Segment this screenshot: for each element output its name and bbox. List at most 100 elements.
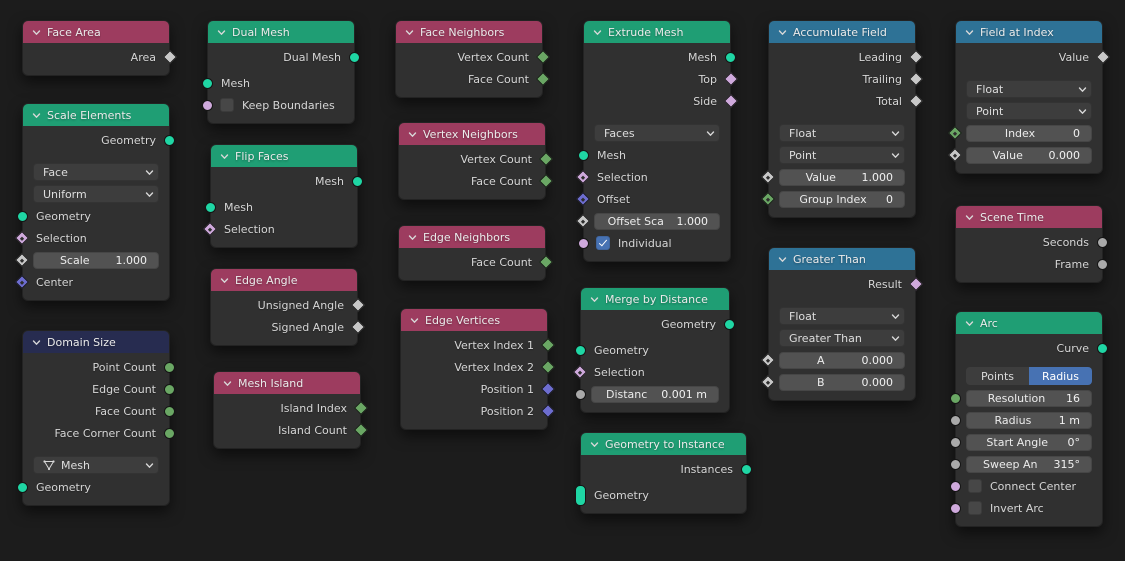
node-header[interactable]: Domain Size <box>23 331 169 353</box>
collapse-chevron-icon[interactable] <box>590 295 599 304</box>
node-header[interactable]: Face Area <box>23 21 169 43</box>
connect-center-checkbox[interactable] <box>968 479 982 493</box>
area-output-float-field-socket[interactable] <box>162 49 178 65</box>
collapse-chevron-icon[interactable] <box>590 440 599 449</box>
geometry-output-geometry-socket[interactable] <box>724 318 735 330</box>
node-header[interactable]: Edge Neighbors <box>399 226 545 248</box>
face-count-output-integer-field-socket[interactable] <box>538 173 554 189</box>
instances-output-geometry-socket[interactable] <box>741 463 752 475</box>
unsigned-angle-output-float-field-socket[interactable] <box>350 297 366 313</box>
float-dropdown[interactable]: Float <box>779 307 905 325</box>
group-index-input-integer-field-socket[interactable] <box>760 191 776 207</box>
keep-boundaries-input-boolean-socket[interactable] <box>202 99 213 111</box>
node-header[interactable]: Face Neighbors <box>396 21 542 43</box>
mesh-dropdown[interactable]: Mesh <box>33 456 159 474</box>
collapse-chevron-icon[interactable] <box>217 28 226 37</box>
curve-output-geometry-socket[interactable] <box>1097 342 1108 354</box>
vertex-index-2-output-integer-field-socket[interactable] <box>540 359 556 375</box>
collapse-chevron-icon[interactable] <box>405 28 414 37</box>
collapse-chevron-icon[interactable] <box>223 379 232 388</box>
node-header[interactable]: Accumulate Field <box>769 21 915 43</box>
collapse-chevron-icon[interactable] <box>410 316 419 325</box>
collapse-chevron-icon[interactable] <box>778 255 787 264</box>
vertex-index-1-output-integer-field-socket[interactable] <box>540 337 556 353</box>
vertex-count-output-integer-field-socket[interactable] <box>535 49 551 65</box>
node-header[interactable]: Edge Angle <box>211 269 357 291</box>
float-dropdown[interactable]: Float <box>966 80 1092 98</box>
selection-input-boolean-field-socket[interactable] <box>14 230 30 246</box>
collapse-chevron-icon[interactable] <box>220 152 229 161</box>
point-dropdown[interactable]: Point <box>966 102 1092 120</box>
mesh-output-geometry-socket[interactable] <box>352 175 363 187</box>
value-input-float-field-socket[interactable] <box>760 169 776 185</box>
trailing-output-float-field-socket[interactable] <box>908 71 924 87</box>
invert-arc-input-boolean-socket[interactable] <box>950 502 961 514</box>
mesh-input-geometry-socket[interactable] <box>578 149 589 161</box>
result-output-boolean-field-socket[interactable] <box>908 276 924 292</box>
center-input-vector-field-socket[interactable] <box>14 274 30 290</box>
node-header[interactable]: Flip Faces <box>211 145 357 167</box>
value-output-float-field-socket[interactable] <box>1095 49 1111 65</box>
total-output-float-field-socket[interactable] <box>908 93 924 109</box>
collapse-chevron-icon[interactable] <box>965 213 974 222</box>
island-index-output-integer-field-socket[interactable] <box>353 400 369 416</box>
side-output-boolean-field-socket[interactable] <box>723 93 739 109</box>
point-count-output-integer-socket[interactable] <box>164 361 175 373</box>
index-input-integer-field-socket[interactable] <box>947 125 963 141</box>
geometry-input-geometry-socket[interactable] <box>17 481 28 493</box>
node-header[interactable]: Edge Vertices <box>401 309 547 331</box>
individual-input-boolean-socket[interactable] <box>578 237 589 249</box>
vertex-count-output-integer-field-socket[interactable] <box>538 151 554 167</box>
node-header[interactable]: Vertex Neighbors <box>399 123 545 145</box>
collapse-chevron-icon[interactable] <box>32 28 41 37</box>
face-dropdown[interactable]: Face <box>33 163 159 181</box>
collapse-chevron-icon[interactable] <box>965 28 974 37</box>
distanc-input-float-socket[interactable] <box>575 388 586 400</box>
offset-sca-input-float-field-socket[interactable] <box>575 213 591 229</box>
face-corner-count-output-integer-socket[interactable] <box>164 427 175 439</box>
node-header[interactable]: Extrude Mesh <box>584 21 730 43</box>
node-header[interactable]: Scale Elements <box>23 104 169 126</box>
mesh-input-geometry-socket[interactable] <box>205 201 216 213</box>
connect-center-input-boolean-socket[interactable] <box>950 480 961 492</box>
mesh-output-geometry-socket[interactable] <box>725 51 736 63</box>
leading-output-float-field-socket[interactable] <box>908 49 924 65</box>
collapse-chevron-icon[interactable] <box>408 233 417 242</box>
face-count-output-integer-socket[interactable] <box>164 405 175 417</box>
a-input-float-field-socket[interactable] <box>760 352 776 368</box>
geometry-output-geometry-socket[interactable] <box>164 134 175 146</box>
invert-arc-checkbox[interactable] <box>968 501 982 515</box>
faces-dropdown[interactable]: Faces <box>594 124 720 142</box>
selection-input-boolean-field-socket[interactable] <box>575 169 591 185</box>
collapse-chevron-icon[interactable] <box>220 276 229 285</box>
position-2-output-vector-field-socket[interactable] <box>540 403 556 419</box>
offset-input-vector-field-socket[interactable] <box>575 191 591 207</box>
float-dropdown[interactable]: Float <box>779 124 905 142</box>
seconds-output-float-socket[interactable] <box>1097 236 1108 248</box>
point-dropdown[interactable]: Point <box>779 146 905 164</box>
